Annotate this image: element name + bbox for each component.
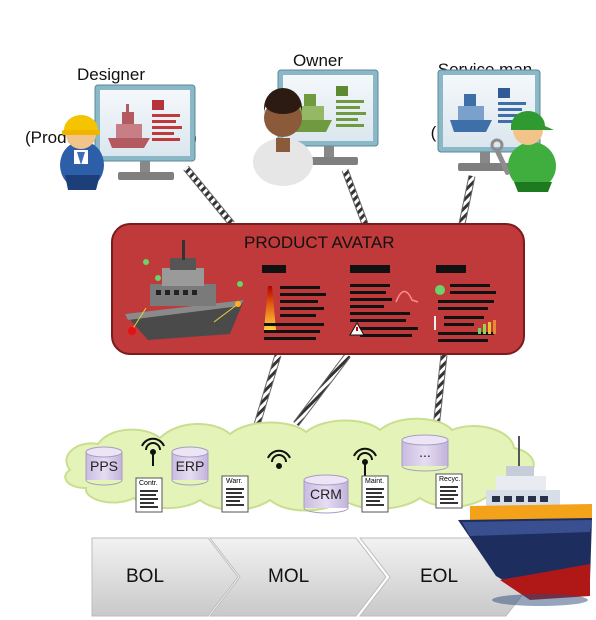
service-man-person-icon — [490, 111, 556, 192]
db-label-pps: PPS — [89, 458, 118, 474]
chain-link-connectors-top — [183, 165, 476, 227]
db-other — [401, 434, 449, 472]
avatar-panel-1 — [262, 265, 326, 340]
doc-label-recyc: Recyc. — [439, 476, 461, 483]
wireless-icon-3 — [353, 447, 377, 476]
phase-label-bol: BOL — [126, 566, 165, 587]
phase-mol-arrow — [208, 537, 387, 617]
product-avatar-title: PRODUCT AVATAR — [244, 233, 395, 252]
doc-label-contr: Contr. — [139, 480, 158, 487]
db-erp — [171, 446, 209, 486]
document-icon-recyc — [435, 473, 463, 509]
large-ship-icon — [458, 436, 592, 606]
mini-bar-chart-icon — [478, 320, 496, 334]
avatar-ship-icon — [125, 240, 244, 340]
document-icon-warr — [221, 475, 249, 513]
wireless-icon-1 — [141, 437, 165, 466]
db-label-erp: ERP — [175, 458, 205, 474]
chain-link-connectors-bottom — [252, 352, 448, 430]
db-pps — [85, 446, 123, 486]
wireless-icon-2 — [267, 449, 291, 469]
db-label-other: ... — [419, 444, 431, 460]
phase-bol-arrow — [91, 537, 239, 617]
phase-label-eol: EOL — [420, 566, 459, 587]
phase-label-mol: MOL — [268, 566, 310, 587]
document-icon-maint — [361, 475, 389, 513]
doc-label-warr: Warr. — [226, 478, 243, 485]
document-icon-contr — [135, 477, 163, 513]
avatar-panel-3 — [434, 265, 496, 342]
designer-monitor-icon — [94, 84, 196, 180]
doc-label-maint: Maint. — [365, 478, 385, 485]
owner-person-icon — [253, 88, 313, 186]
designer-person-icon — [60, 115, 104, 190]
avatar-panel-2 — [349, 265, 419, 337]
db-crm — [303, 474, 349, 514]
db-label-crm: CRM — [310, 486, 342, 502]
